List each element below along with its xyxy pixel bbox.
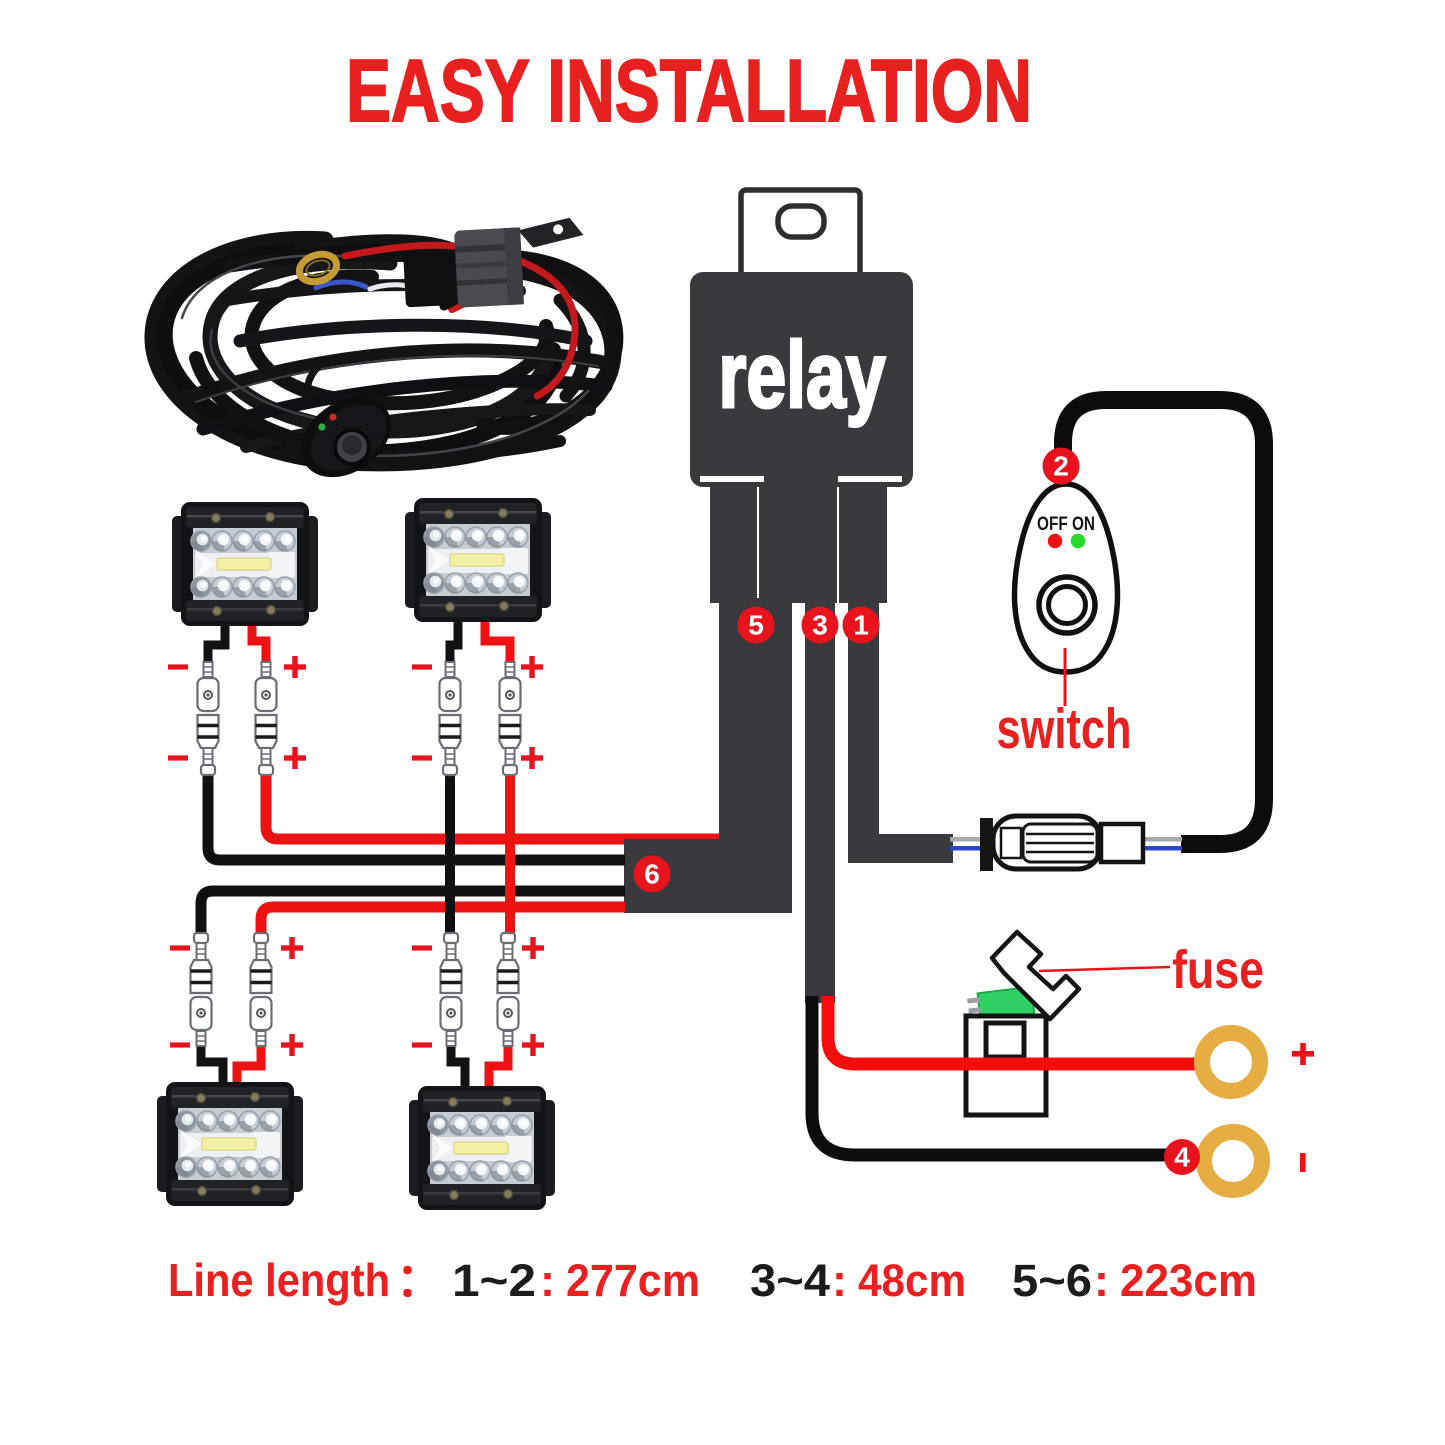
svg-text:relay: relay [719, 322, 886, 427]
svg-text:fuse: fuse [1172, 940, 1264, 1000]
svg-text:OFF ON: OFF ON [1037, 514, 1095, 535]
svg-text::: : [832, 1255, 847, 1306]
svg-text:2: 2 [1053, 451, 1069, 482]
svg-text:4: 4 [1174, 1142, 1190, 1173]
svg-text:6: 6 [644, 859, 660, 890]
svg-text:277cm: 277cm [566, 1255, 700, 1306]
svg-text:EASY INSTALLATION: EASY INSTALLATION [346, 41, 1032, 140]
svg-text::: : [1094, 1255, 1109, 1306]
svg-text:3~4: 3~4 [750, 1255, 830, 1306]
svg-text:223cm: 223cm [1120, 1255, 1257, 1306]
svg-text::: : [540, 1255, 555, 1306]
svg-text:5~6: 5~6 [1012, 1255, 1092, 1306]
svg-text:：: ： [396, 1254, 442, 1306]
svg-text:Line length: Line length [168, 1254, 390, 1306]
svg-text:1: 1 [853, 610, 869, 641]
svg-text:switch: switch [997, 697, 1132, 761]
svg-text:3: 3 [812, 610, 828, 641]
svg-text:48cm: 48cm [858, 1255, 966, 1306]
svg-text:1~2: 1~2 [452, 1255, 536, 1306]
svg-text:5: 5 [748, 610, 764, 641]
